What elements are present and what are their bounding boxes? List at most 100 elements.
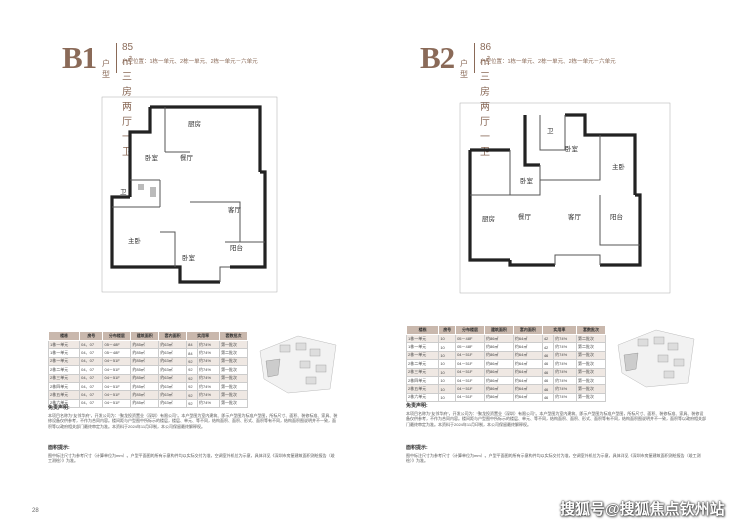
table-cell: 约74% [197,398,221,409]
table-cell: 约64㎡ [512,375,543,386]
table-cell: 92 [186,390,199,400]
table-cell: 04、07 [79,398,104,409]
table-header-cell: 建筑面积 [483,325,514,335]
table-cell: 84 [186,339,199,350]
table-cell: 约85㎡ [130,339,160,350]
table-cell: 约63㎡ [158,381,188,392]
table-cell: 约74% [553,333,578,344]
room-label: 卧室 [145,155,158,162]
table-cell: 约63㎡ [158,373,188,383]
table-cell: 约74% [553,342,578,352]
table-cell: 04－51F [455,350,485,361]
table-cell: 2栋三单元 [47,373,81,383]
table-cell: 46 [541,367,555,377]
disclaimer-title: 免责声明: [406,403,428,409]
table-cell: 约74% [553,359,578,369]
table-cell: 第一批次 [219,381,248,392]
table-cell: 第一批次 [219,365,248,375]
table-cell: 1栋一单元 [405,333,440,344]
table-cell: 第一批次 [219,390,248,400]
table-cell: 04、07 [79,373,104,383]
table-cell: 04－51F [102,365,132,375]
table-header-cell: 楼栋 [47,331,81,341]
table-cell: 约74% [197,381,221,392]
table-cell: 04、07 [79,356,104,367]
site-plan-map [258,331,338,397]
dimension-notice-body: 图中标注尺寸为参考尺寸（计算单位为mm）。户型平面图的所有示意构件均以实际交付为… [406,452,701,464]
disclaimer: 免责声明: 本项目名称为“友邻华府”，开发公司为：“聚龙投资置业（深圳）有限公司… [48,405,338,429]
dimension-notice-title: 面积提示: [406,445,428,451]
table-cell: 约64㎡ [512,384,543,394]
table-cell: 2栋四单元 [47,381,81,392]
table-cell: 1栋一单元 [405,342,440,352]
table-cell: 04、07 [79,348,104,358]
table-cell: 04－51F [102,373,132,383]
table-cell: 2栋六单元 [405,392,440,403]
dimension-notice: 面积提示: 图中标注尺寸为参考尺寸（计算单位为mm）。户型平面图的所有示意构件均… [48,445,338,464]
table-cell: 第一批次 [219,373,248,383]
table-header-cell: 套数批次 [219,331,248,341]
table-cell: 92 [186,365,199,375]
table-cell: 1栋一单元 [47,348,81,358]
table-cell: 2栋三单元 [405,367,440,377]
table-cell: 04－51F [455,367,485,377]
disclaimer-body: 本项目名称为“友邻华府”，开发公司为：“聚龙投资置业（深圳）有限公司”。本户型图… [406,410,706,427]
table-cell: 第二批次 [576,342,606,352]
room-label: 主卧 [612,164,625,171]
table-cell: 05－48F [455,342,485,352]
table-header-cell: 分布楼层 [455,325,485,335]
table-cell: 2栋一单元 [405,350,440,361]
table-cell: 约74% [197,365,221,375]
table-cell: 约74% [553,350,578,361]
table-cell: 1栋一单元 [47,339,81,350]
table-cell: 42 [541,342,555,352]
table-cell: 04－51F [455,392,485,403]
table-cell: 04－51F [102,381,132,392]
table-header-cell: 房号 [438,325,457,335]
table-cell: 约64㎡ [512,392,543,403]
room-label: 厨房 [482,216,495,223]
table-cell: 04、07 [79,339,104,350]
table-cell: 约85㎡ [130,365,160,375]
table-cell: 10 [438,375,457,386]
unit-b2-panel: B2 户型 86 ㎡三房两厅一卫 户型位置：1栋一单元、2栋一单元、2栋一单元－… [370,0,740,528]
table-cell: 46 [541,350,555,361]
site-plan-map [616,325,696,391]
unit-area-title: 86 ㎡三房两厅一卫 [480,42,492,158]
table-header-cell: 套内面积 [158,331,188,341]
table-cell: 第二批次 [576,333,606,344]
table-cell: 第一批次 [576,392,606,403]
table-cell: 46 [541,375,555,386]
table-cell: 约64㎡ [512,359,543,369]
table-cell: 约74% [553,384,578,394]
floor-plan-drawing [459,102,671,294]
table-cell: 约74% [553,392,578,403]
room-label: 客厅 [568,214,581,221]
divider [116,43,117,73]
room-label: 阳台 [610,214,623,221]
room-label: 主卧 [128,238,141,245]
floor-plan-drawing [101,96,278,293]
table-header-cell: 实用率 [186,331,221,341]
table-cell: 第一批次 [219,356,248,367]
table-cell: 04－51F [455,359,485,369]
dimension-notice: 面积提示: 图中标注尺寸为参考尺寸（计算单位为mm）。户型平面图的所有示意构件均… [406,445,706,464]
table-cell: 约85㎡ [130,356,160,367]
table-cell: 约74% [197,373,221,383]
table-cell: 05－48F [102,339,132,350]
table-cell: 第一批次 [576,350,606,361]
table-cell: 92 [186,381,199,392]
room-label: 阳台 [230,245,243,252]
table-cell: 约63㎡ [158,398,188,409]
dimension-notice-title: 面积提示: [48,445,70,451]
floor-plan: 卫 卧室 主卧 卧室 厨房 餐厅 客厅 阳台 [450,95,680,300]
table-cell: 约86㎡ [483,392,514,403]
